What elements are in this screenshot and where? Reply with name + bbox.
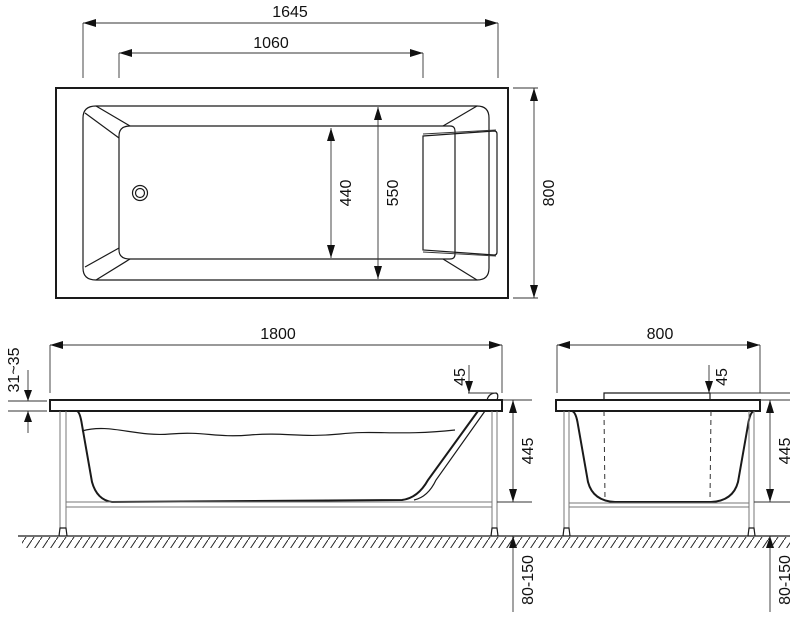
dimension-label: 80-150: [777, 555, 794, 605]
tub-rim-side: [49, 399, 503, 412]
dimension-overall-length-side: 1800: [49, 326, 503, 393]
dimension-rim-width-top: 550: [374, 107, 402, 279]
dimension-label: 445: [520, 438, 537, 465]
dimension-overall-length-top: 1645: [82, 4, 499, 78]
side-view: 1800 31~35: [6, 326, 537, 612]
dimension-overall-width-end: 800: [556, 326, 761, 393]
drain-icon: [131, 184, 149, 202]
tub-body-side: [76, 410, 479, 504]
dimension-label: 31~35: [6, 347, 23, 392]
dimension-label: 45: [452, 368, 469, 386]
dimension-label: 800: [541, 180, 558, 207]
dimension-label: 440: [338, 180, 355, 207]
dimension-depth-side: 445: [497, 399, 537, 503]
tub-body-end: [571, 410, 755, 503]
dimension-label: 1060: [253, 35, 289, 52]
dimension-label: 800: [647, 326, 674, 343]
dimension-overall-width-top: 800: [513, 87, 558, 299]
tub-inner-bottom: [118, 125, 456, 260]
dimension-depth-end: 445: [754, 400, 794, 503]
floor-line: [18, 535, 790, 548]
dimension-label: 45: [714, 368, 731, 386]
dimension-headrest-side: 45: [452, 365, 496, 394]
tub-rim-end: [555, 399, 761, 412]
dimension-label: 445: [777, 438, 794, 465]
dimension-label: 1800: [260, 326, 296, 343]
dimension-label: 1645: [272, 4, 308, 21]
end-view: 800 45 445: [555, 326, 794, 612]
dimension-label: 80-150: [520, 555, 537, 605]
dimension-inner-width-top: 440: [327, 128, 355, 258]
water-line: [81, 427, 456, 437]
tub-inner-rim: [82, 105, 490, 281]
dimension-label: 550: [385, 180, 402, 207]
dimension-inner-length-top: 1060: [118, 35, 424, 78]
top-view: 1645 1060: [55, 4, 558, 299]
dimension-headrest-end: 45: [705, 365, 790, 401]
dimension-rim-thickness: 31~35: [6, 347, 47, 433]
headrest-top: [422, 130, 498, 256]
tub-outer-rim: [55, 87, 509, 299]
